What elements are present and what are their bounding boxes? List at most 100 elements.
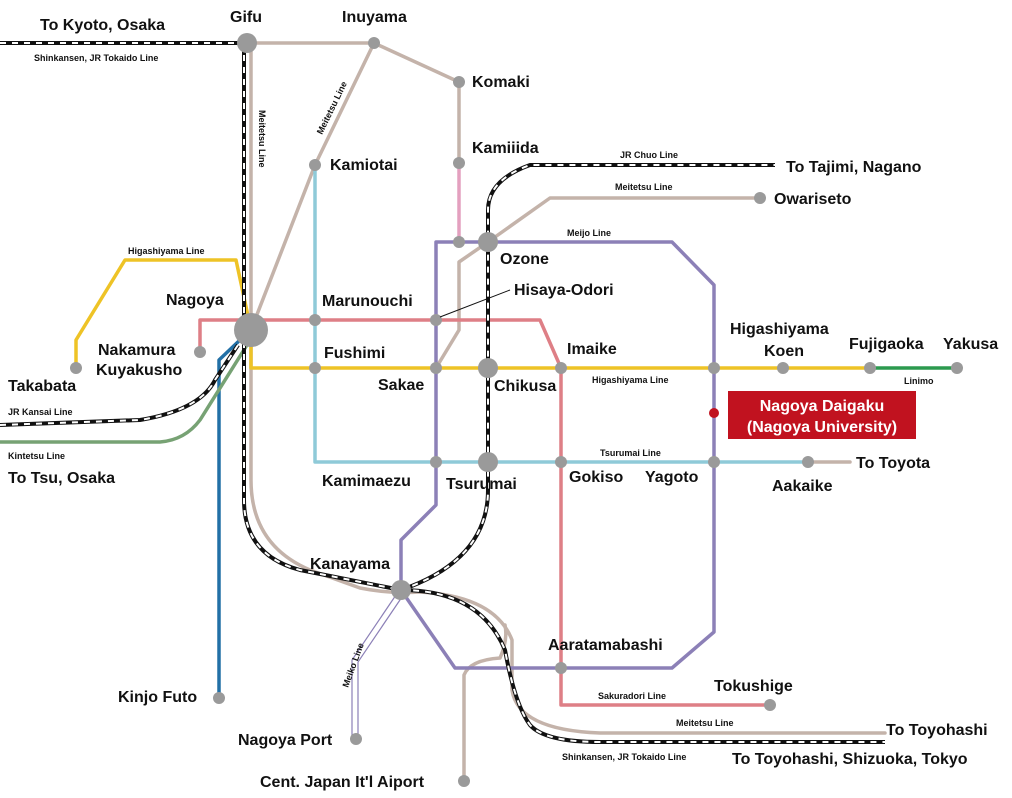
line-label-kintetsu: Kintetsu Line (8, 451, 65, 461)
station-label-to-toyohashi-tokyo: To Toyohashi, Shizuoka, Tokyo (732, 751, 968, 768)
station-label-yagoto: Yagoto (645, 469, 699, 486)
line-label-tsurumai: Tsurumai Line (600, 448, 661, 458)
station-airport-marker[interactable] (458, 775, 470, 787)
jr-dash (0, 42, 885, 743)
station-meijo-motoyama-marker[interactable] (708, 362, 720, 374)
station-label-inuyama: Inuyama (342, 9, 407, 26)
station-label-kinjo: Kinjo Futo (118, 689, 197, 706)
station-marunouchi-marker[interactable] (309, 314, 321, 326)
higashiyama-west (74, 258, 253, 370)
station-markers (70, 33, 963, 787)
station-label-marunouchi: Marunouchi (322, 293, 413, 310)
station-kanayama-marker[interactable] (391, 580, 411, 600)
station-fushimi-marker[interactable] (309, 362, 321, 374)
meitetsu-seto-sakae (434, 240, 490, 370)
sakuradori-line (198, 318, 770, 707)
meiko-line-a (351, 591, 399, 738)
meitetsu-inuyama-nagoya (249, 41, 376, 332)
tsurumai-line (313, 165, 808, 464)
line-label-meiko: Meiko Line (340, 642, 365, 689)
meitetsu-inuyama-komaki (372, 41, 461, 165)
station-label-tokushige: Tokushige (714, 678, 793, 695)
station-tokushige-marker[interactable] (764, 699, 776, 711)
station-kamiotai-marker[interactable] (309, 159, 321, 171)
station-nagoya-marker[interactable] (234, 313, 268, 347)
kintetsu-line (0, 344, 249, 444)
station-yakusa-marker[interactable] (951, 362, 963, 374)
line-label-shinkansen-top: Shinkansen, JR Tokaido Line (34, 53, 158, 63)
station-label-nagoya: Nagoya (166, 292, 224, 309)
station-kinjo-marker[interactable] (213, 692, 225, 704)
nagoya-university-marker[interactable] (709, 408, 719, 418)
station-label-tsurumai: Tsurumai (446, 476, 517, 493)
station-label-nakamura-2: Kuyakusho (96, 362, 182, 379)
station-label-takabata: Takabata (8, 378, 76, 395)
line-label-jr-kansai: JR Kansai Line (8, 407, 73, 417)
meiko-line (351, 591, 405, 738)
nagoya-university-badge[interactable]: Nagoya Daigaku (Nagoya University) (728, 391, 916, 439)
station-nakamura-marker[interactable] (194, 346, 206, 358)
station-meijo-ozone-marker[interactable] (453, 236, 465, 248)
station-label-hisaya: Hisaya-Odori (514, 282, 614, 299)
station-gokiso-marker[interactable] (555, 456, 567, 468)
hisaya-leader-line (439, 289, 511, 318)
station-label-aaratamabashi: Aaratamabashi (548, 637, 663, 654)
station-aakaike-marker[interactable] (802, 456, 814, 468)
line-label-limimo: Linimo (904, 376, 934, 386)
station-nagoya-port-marker[interactable] (350, 733, 362, 745)
station-takabata-marker[interactable] (70, 362, 82, 374)
line-label-sakuradori: Sakuradori Line (598, 691, 666, 701)
station-gifu-marker[interactable] (237, 33, 257, 53)
station-imaike-marker[interactable] (555, 362, 567, 374)
station-komaki-marker[interactable] (453, 76, 465, 88)
station-label-higashiyama-1: Higashiyama (730, 321, 829, 338)
jr-lines (0, 41, 885, 744)
station-label-to-toyohashi: To Toyohashi (886, 722, 988, 739)
station-label-kamimaezu: Kamimaezu (322, 473, 411, 490)
station-label-yakusa: Yakusa (943, 336, 998, 353)
meitetsu-ozone-owariseto (486, 196, 762, 244)
station-inuyama-marker[interactable] (368, 37, 380, 49)
line-label-higashiyama-top: Higashiyama Line (128, 246, 205, 256)
station-higashiyama-koen-marker[interactable] (777, 362, 789, 374)
station-sakae-marker[interactable] (430, 362, 442, 374)
aonami-line (217, 338, 242, 698)
line-label-meitetsu-bottom: Meitetsu Line (676, 718, 734, 728)
station-tsurumai-marker[interactable] (478, 452, 498, 472)
station-ozone-marker[interactable] (478, 232, 498, 252)
station-hisaya-marker[interactable] (430, 314, 442, 326)
station-kamiiida-marker[interactable] (453, 157, 465, 169)
station-label-to-tajimi: To Tajimi, Nagano (786, 159, 922, 176)
meitetsu-gifu-kanayama-toyohashi (249, 41, 887, 735)
station-label-to-tsu: To Tsu, Osaka (8, 470, 115, 487)
station-label-aakaike: Aakaike (772, 478, 833, 495)
nagoya-university-badge-bg (728, 391, 916, 439)
station-owariseto-marker[interactable] (754, 192, 766, 204)
station-yagoto-marker[interactable] (708, 456, 720, 468)
line-label-meitetsu-vertical: Meitetsu Line (257, 110, 267, 168)
meitetsu-airport (462, 623, 508, 782)
meiko-line-b (357, 593, 405, 738)
line-label-meitetsu-seto: Meitetsu Line (615, 182, 673, 192)
station-label-fushimi: Fushimi (324, 345, 385, 362)
jr-kansai (0, 343, 240, 427)
jr-nagoya-kanayama-dash (243, 330, 402, 591)
station-kamimaezu-marker[interactable] (430, 456, 442, 468)
line-label-meijo: Meijo Line (567, 228, 611, 238)
nagoya-university-label-2: (Nagoya University) (747, 419, 897, 436)
station-label-imaike: Imaike (567, 341, 617, 358)
station-label-owariseto: Owariseto (774, 191, 852, 208)
station-label-kamiiida: Kamiiida (472, 140, 539, 157)
line-label-jr-chuo: JR Chuo Line (620, 150, 678, 160)
station-label-airport: Cent. Japan It'l Aiport (260, 774, 425, 791)
sakuradori-south (559, 368, 770, 707)
station-aaratamabashi-marker[interactable] (555, 662, 567, 674)
station-label-gifu: Gifu (230, 9, 262, 26)
station-chikusa-marker[interactable] (478, 358, 498, 378)
station-label-nagoya-port: Nagoya Port (238, 732, 333, 749)
station-fujigaoka-marker[interactable] (864, 362, 876, 374)
station-label-nakamura-1: Nakamura (98, 342, 175, 359)
jr-chuo (400, 163, 775, 592)
line-label-higashiyama-right: Higashiyama Line (592, 375, 669, 385)
